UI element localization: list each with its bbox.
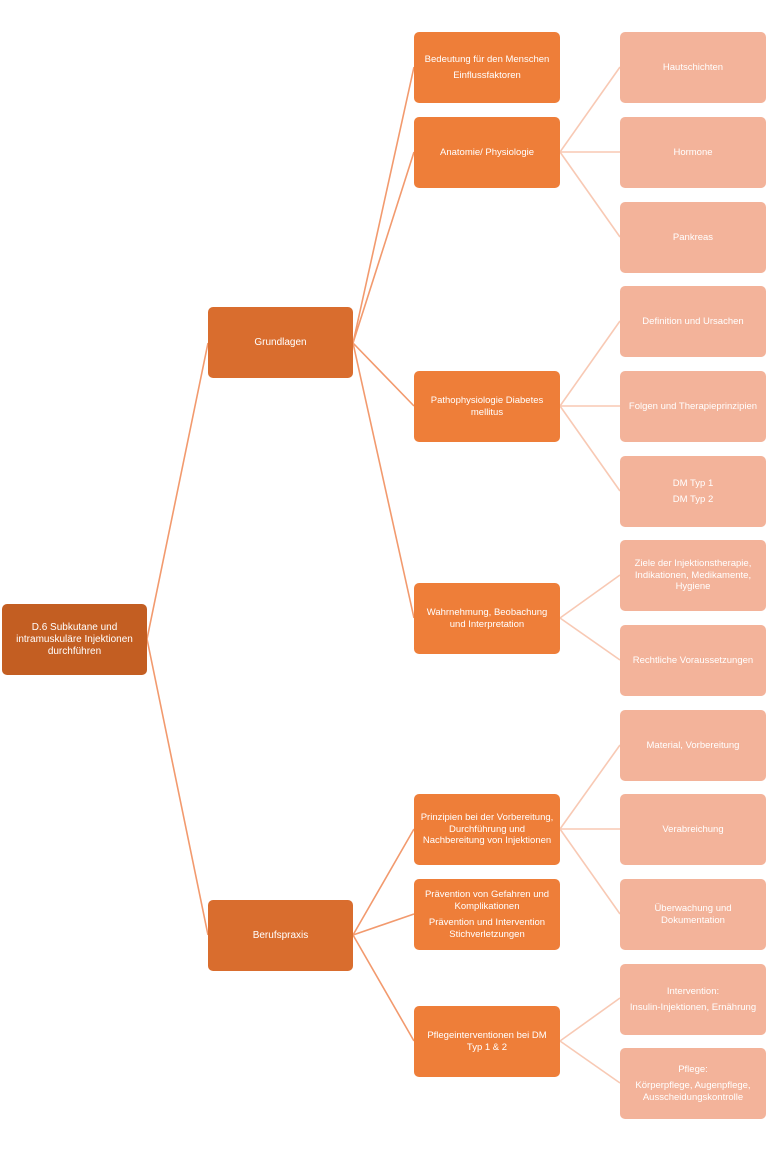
anatomie-label: Anatomie/ Physiologie xyxy=(440,146,534,158)
prinzipien-line-2: Durchführung und xyxy=(448,823,526,835)
grundlagen-node: Grundlagen xyxy=(208,307,353,378)
pankreas-node: Pankreas xyxy=(620,202,766,273)
bedeutung-node: Bedeutung für den Menschen Einflussfakto… xyxy=(414,32,560,103)
dmtyp-node: DM Typ 1 DM Typ 2 xyxy=(620,456,766,527)
praevention-block1-line-2: Komplikationen xyxy=(454,900,520,912)
intervention-line-1: Intervention: xyxy=(666,985,720,997)
connector-anatomie-hautschichten xyxy=(559,66,621,153)
connector-anatomie-pankreas xyxy=(559,151,621,238)
hautschichten-label: Hautschichten xyxy=(662,61,724,73)
patho-line-1: Pathophysiologie Diabetes xyxy=(430,395,544,406)
wahrnehmung-line-1: Wahrnehmung, Beobachung xyxy=(426,607,548,618)
definition-node: Definition und Ursachen xyxy=(620,286,766,357)
connectors-primary xyxy=(146,66,415,1042)
pflege-line-3: Ausscheidungskontrolle xyxy=(642,1091,744,1103)
folgen-label: Folgen und Therapieprinzipien xyxy=(628,400,758,412)
anatomie-node: Anatomie/ Physiologie xyxy=(414,117,560,188)
rechtlich-node: Rechtliche Voraussetzungen xyxy=(620,625,766,696)
connector-prinzipien-ueberwachung xyxy=(559,828,621,915)
ueberwachung-line-2: Dokumentation xyxy=(661,914,725,926)
verabreichung-node: Verabreichung xyxy=(620,794,766,865)
connector-root-berufspraxis xyxy=(146,638,209,936)
prinzipien-line-3: Nachbereitung von Injektionen xyxy=(422,835,552,847)
patho-line-2: mellitus xyxy=(470,406,504,418)
connector-prinzipien-material xyxy=(559,744,621,830)
root-line-1: D.6 Subkutane und xyxy=(31,621,118,633)
folgen-node: Folgen und Therapieprinzipien xyxy=(620,371,766,442)
wahrnehmung-line-2: und Interpretation xyxy=(449,618,525,630)
intervention-line-2: Insulin-Injektionen, Ernährung xyxy=(629,1002,757,1013)
definition-label: Definition und Ursachen xyxy=(642,315,744,327)
material-label: Material, Vorbereitung xyxy=(646,739,740,751)
prinzipien-line-1: Prinzipien bei der Vorbereitung, xyxy=(420,812,554,824)
connectors-secondary xyxy=(559,66,621,1084)
connector-wahrnehmung-rechtlich xyxy=(559,617,621,661)
bedeutung-line-1: Bedeutung für den Menschen xyxy=(424,53,550,65)
pflege-line-1: Pflege: xyxy=(678,1063,708,1075)
ueberwachung-node: Überwachung und Dokumentation xyxy=(620,879,766,950)
praevention-block1-line-1: Prävention von Gefahren und xyxy=(424,889,550,900)
ziele-line-3: Hygiene xyxy=(675,581,711,593)
root-line-2: intramuskuläre Injektionen xyxy=(16,633,133,645)
rechtlich-label: Rechtliche Voraussetzungen xyxy=(632,654,754,666)
ziele-node: Ziele der Injektionstherapie, Indikation… xyxy=(620,540,766,611)
praevention-node: Prävention von Gefahren und Komplikation… xyxy=(414,879,560,950)
pflege-node: Pflege: Körperpflege, Augenpflege, Aussc… xyxy=(620,1048,766,1119)
ziele-line-2: Indikationen, Medikamente, xyxy=(634,569,752,581)
prinzipien-node: Prinzipien bei der Vorbereitung, Durchfü… xyxy=(414,794,560,865)
dmtyp-line-2: DM Typ 2 xyxy=(672,494,714,505)
bedeutung-line-2: Einflussfaktoren xyxy=(453,70,521,81)
berufspraxis-label: Berufspraxis xyxy=(252,929,309,941)
ziele-line-1: Ziele der Injektionstherapie, xyxy=(634,558,752,570)
connector-pflege-intervention xyxy=(559,997,621,1042)
wahrnehmung-node: Wahrnehmung, Beobachung und Interpretati… xyxy=(414,583,560,654)
material-node: Material, Vorbereitung xyxy=(620,710,766,781)
berufspraxis-node: Berufspraxis xyxy=(208,900,353,971)
connector-pflege-pflege xyxy=(559,1040,621,1084)
pankreas-label: Pankreas xyxy=(672,231,714,243)
hormone-label: Hormone xyxy=(673,146,713,158)
hautschichten-node: Hautschichten xyxy=(620,32,766,103)
intervention-node: Intervention: Insulin-Injektionen, Ernäh… xyxy=(620,964,766,1035)
pflege-line-2: Körperpflege, Augenpflege, xyxy=(635,1080,751,1092)
connector-beruf-pflegeinterventionen xyxy=(352,934,415,1042)
connector-grundlagen-wahrnehmung xyxy=(352,342,415,619)
praevention-block2-line-2: Stichverletzungen xyxy=(449,928,525,940)
connector-wahrnehmung-ziele xyxy=(559,574,621,619)
connector-patho-definition xyxy=(559,320,621,407)
connector-grundlagen-anatomie xyxy=(352,151,415,344)
pflegeinterventionen-node: Pflegeinterventionen bei DM Typ 1 & 2 xyxy=(414,1006,560,1077)
ueberwachung-line-1: Überwachung und xyxy=(654,903,732,914)
verabreichung-label: Verabreichung xyxy=(662,823,724,835)
root-line-3: durchführen xyxy=(47,645,102,657)
grundlagen-label: Grundlagen xyxy=(254,336,307,348)
patho-node: Pathophysiologie Diabetes mellitus xyxy=(414,371,560,442)
praevention-block2-line-1: Prävention und Intervention xyxy=(428,917,546,928)
connector-grundlagen-patho xyxy=(352,342,415,407)
connector-grundlagen-bedeutung xyxy=(352,66,415,344)
connector-beruf-prinzipien xyxy=(352,828,415,936)
connector-beruf-praevention xyxy=(352,913,415,936)
connector-patho-dmtyp xyxy=(559,405,621,492)
pflegeinterventionen-line-2: Typ 1 & 2 xyxy=(466,1041,508,1053)
dmtyp-line-1: DM Typ 1 xyxy=(672,477,714,489)
hormone-node: Hormone xyxy=(620,117,766,188)
root-node: D.6 Subkutane und intramuskuläre Injekti… xyxy=(2,604,147,675)
connector-root-grundlagen xyxy=(146,342,209,640)
pflegeinterventionen-line-1: Pflegeinterventionen bei DM xyxy=(427,1030,547,1041)
